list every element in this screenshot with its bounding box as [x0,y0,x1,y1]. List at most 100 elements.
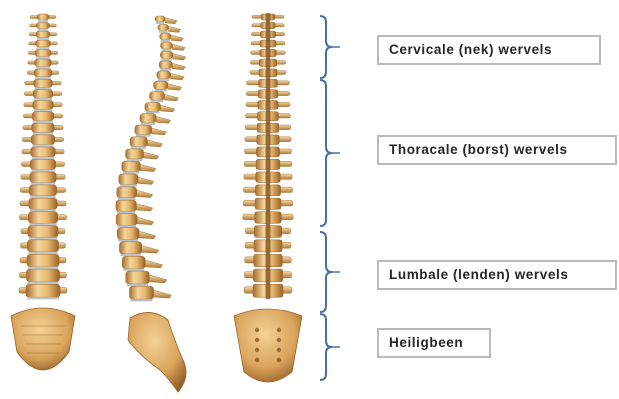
spinous-process [266,239,271,254]
spinous-process [266,171,271,185]
intervertebral-disc [30,209,56,211]
intervertebral-disc [31,183,55,185]
region-brackets [320,16,340,380]
vertebra-body [130,137,147,147]
intervertebral-disc [30,196,55,198]
vertebra-body [122,256,145,268]
spinous-process [266,134,271,147]
intervertebral-disc [31,170,54,172]
vertebra-body [119,242,141,254]
vertebra-body [129,286,153,299]
sacral-foramen [277,348,281,352]
intervertebral-disc [161,40,170,42]
cervical-label-box: Cervicale (nek) wervels [377,35,601,65]
intervertebral-disc [123,269,144,271]
spinous-process [266,184,271,198]
intervertebral-disc [34,109,53,111]
sacral-foramen [255,338,259,342]
intervertebral-disc [155,89,167,91]
thoracic-bracket [320,80,332,226]
vertebra-body [27,254,59,266]
lumbar-label: Lumbale (lenden) wervels [389,267,568,282]
intervertebral-disc [29,223,56,225]
vertebra-body [31,147,55,157]
intervertebral-disc [27,297,59,299]
vertebra-body [36,31,50,38]
sacral-foramen [277,338,281,342]
vertebra-body [33,101,54,110]
spinous-process [266,58,271,69]
intervertebral-disc [118,239,138,241]
intervertebral-disc [160,69,171,71]
spinous-process [156,116,171,123]
vertebra-body [116,200,136,211]
intervertebral-disc [33,121,53,123]
spinous-process [139,231,156,239]
intervertebral-disc [32,145,53,147]
intervertebral-disc [158,79,170,81]
intervertebral-disc [151,100,164,102]
intervertebral-disc [117,225,136,227]
intervertebral-disc [127,159,143,161]
spine-side-view [116,16,186,392]
spinous-process [160,105,174,112]
spinous-process [266,197,271,211]
spinous-process [266,30,271,40]
spinous-process [136,204,152,211]
spinous-process [266,68,271,79]
vertebra-body [161,42,173,49]
spinous-process [140,164,156,171]
spinous-process [165,18,177,24]
vertebra-body [26,284,60,297]
sacral-foramen [277,358,281,362]
intervertebral-disc [117,211,135,213]
spinous-process [266,122,271,134]
spinous-process [266,13,271,22]
vertebra-body [34,79,53,87]
vertebra-body [29,185,56,196]
intervertebral-disc [28,267,58,269]
lumbar-bracket [320,232,332,312]
spinous-process [145,260,162,268]
vertebra-body [126,271,149,284]
lumbar-label-box: Lumbale (lenden) wervels [377,260,617,290]
spinous-process [266,111,271,123]
vertebra-body [36,40,51,47]
spinous-process [266,39,271,49]
vertebra-body [28,226,58,238]
vertebra-body [117,228,139,240]
sacral-foramen [255,348,259,352]
vertebra-body [32,112,54,121]
spinous-process [266,211,271,225]
vertebra-body [135,125,152,134]
vertebra-body [26,269,59,282]
intervertebral-disc [130,299,152,301]
sacrum-front [11,308,75,370]
vertebra-body [154,81,168,89]
vertebra-body [119,174,138,185]
vertebra-body [157,71,171,79]
thoracic-label-box: Thoracale (borst) wervels [377,135,617,165]
spinous-process [266,78,271,89]
vertebra-body [27,240,58,252]
intervertebral-disc [29,237,57,239]
sacral-foramen [255,358,259,362]
spinous-process [266,253,271,268]
vertebra-body [160,51,172,58]
intervertebral-disc [37,47,50,49]
vertebra-body [37,14,49,20]
spinous-process [171,35,184,41]
intervertebral-disc [34,98,52,100]
intervertebral-disc [141,123,155,125]
sacrum-label: Heiligbeen [389,335,463,350]
vertebra-body [37,22,50,28]
intervertebral-disc [120,254,140,256]
sacrum-bracket [320,314,332,380]
vertebra-body [29,198,57,209]
cervical-label: Cervicale (nek) wervels [389,42,552,57]
spinous-process [266,89,271,100]
intervertebral-disc [36,67,51,69]
vertebra-body [158,24,169,30]
intervertebral-disc [36,57,50,59]
